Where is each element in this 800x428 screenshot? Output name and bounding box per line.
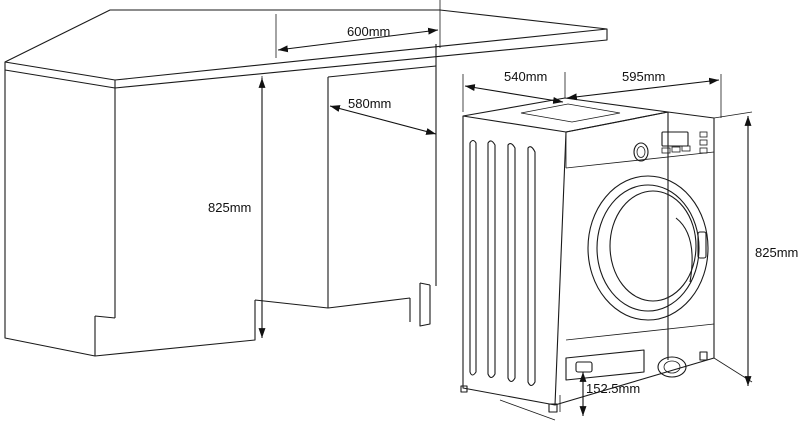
- niche-width-arrow: [277, 27, 439, 53]
- niche-depth-label: 580mm: [348, 96, 391, 111]
- feet-offset-label: 152.5mm: [586, 381, 640, 396]
- niche-width-label: 600mm: [347, 24, 390, 39]
- extension-lines: [261, 0, 753, 421]
- machine-depth-label: 540mm: [504, 69, 547, 84]
- machine-width-arrow: [566, 77, 720, 101]
- machine-height-label: 825mm: [755, 245, 798, 260]
- washing-machine: [460, 97, 715, 413]
- niche-height-label: 825mm: [208, 200, 251, 215]
- machine-width-label: 595mm: [622, 69, 665, 84]
- niche-depth-arrow: [329, 105, 437, 135]
- machine-depth-arrow: [464, 84, 564, 104]
- kitchen-cabinet: [4, 9, 608, 357]
